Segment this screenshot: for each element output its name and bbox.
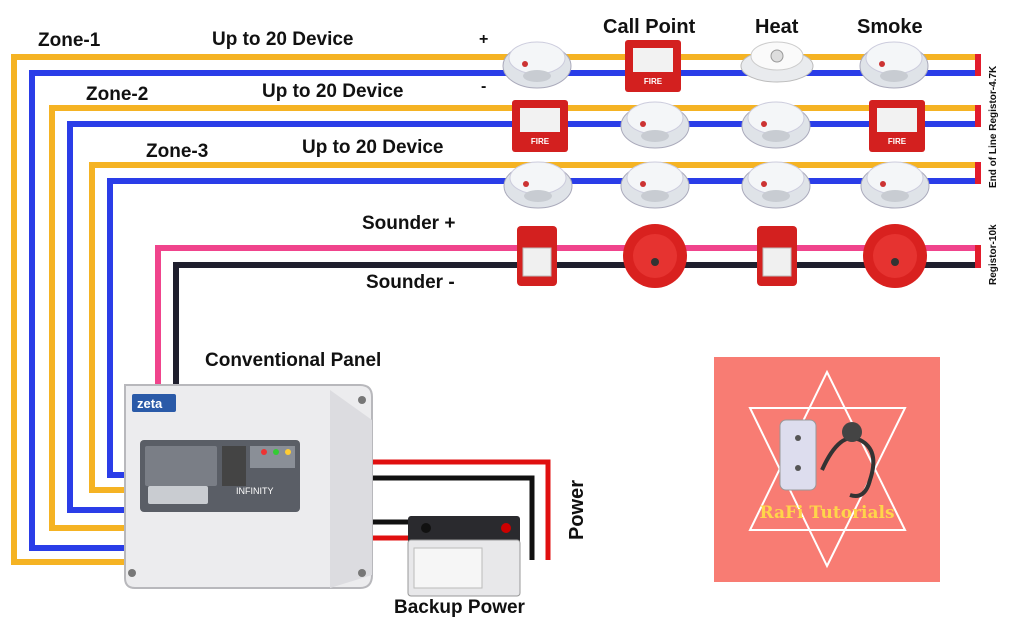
zone-2-capacity: Up to 20 Device (262, 81, 404, 102)
smoke-detector-icon (502, 41, 572, 89)
sounder-strobe-icon (757, 226, 797, 286)
power-red-wire (370, 459, 551, 560)
logo-text: RaFi Tutorials (759, 503, 894, 523)
header-smoke: Smoke (857, 16, 923, 38)
sounder-plus-label: Sounder + (362, 213, 456, 234)
conventional-panel: INFINITY zeta (124, 384, 373, 589)
zone-1-capacity: Up to 20 Device (212, 29, 354, 50)
header-call-point: Call Point (603, 16, 696, 38)
alarm-bell-icon (863, 224, 927, 288)
zone-3-capacity: Up to 20 Device (302, 137, 444, 158)
sounder-minus-label: Sounder - (366, 272, 455, 293)
smoke-detector-icon (503, 161, 573, 209)
panel-brand: zeta (137, 396, 163, 411)
zone-1-label: Zone-1 (38, 30, 101, 51)
call-point-icon: FIRE (869, 100, 925, 152)
header-heat: Heat (755, 16, 799, 38)
svg-text:FIRE: FIRE (644, 77, 663, 86)
svg-text:FIRE: FIRE (888, 137, 907, 146)
backup-battery (407, 516, 521, 597)
alarm-bell-icon (623, 224, 687, 288)
rafi-tutorials-logo: RaFi Tutorials (714, 357, 940, 582)
smoke-detector-icon (741, 161, 811, 209)
smoke-detector-icon (859, 41, 929, 89)
smoke-detector-icon (620, 101, 690, 149)
zone-2-label: Zone-2 (86, 84, 149, 105)
call-point-icon: FIRE (512, 100, 568, 152)
sounder-plus-wire (155, 245, 980, 385)
sounder-minus-wire (173, 262, 980, 385)
eol-sounder-label: Registor-10k (988, 224, 999, 285)
panel-title: Conventional Panel (205, 350, 382, 371)
smoke-detector-icon (620, 161, 690, 209)
svg-text:FIRE: FIRE (531, 137, 550, 146)
battery-label: Backup Power (394, 597, 525, 618)
sounder-strobe-icon (517, 226, 557, 286)
minus-sign: - (481, 78, 487, 95)
eol-resistors (975, 54, 981, 268)
plus-sign: + (479, 31, 489, 48)
heat-detector-icon (740, 41, 814, 83)
power-label: Power (566, 479, 588, 540)
call-point-icon: FIRE (625, 40, 681, 92)
panel-model: INFINITY (236, 486, 274, 496)
eol-zones-label: End of Line Registor-4.7K (988, 65, 999, 188)
zone-1-plus-wire (11, 54, 980, 565)
zone-3-label: Zone-3 (146, 141, 209, 162)
power-black-wire (370, 475, 535, 560)
smoke-detector-icon (741, 101, 811, 149)
smoke-detector-icon (860, 161, 930, 209)
